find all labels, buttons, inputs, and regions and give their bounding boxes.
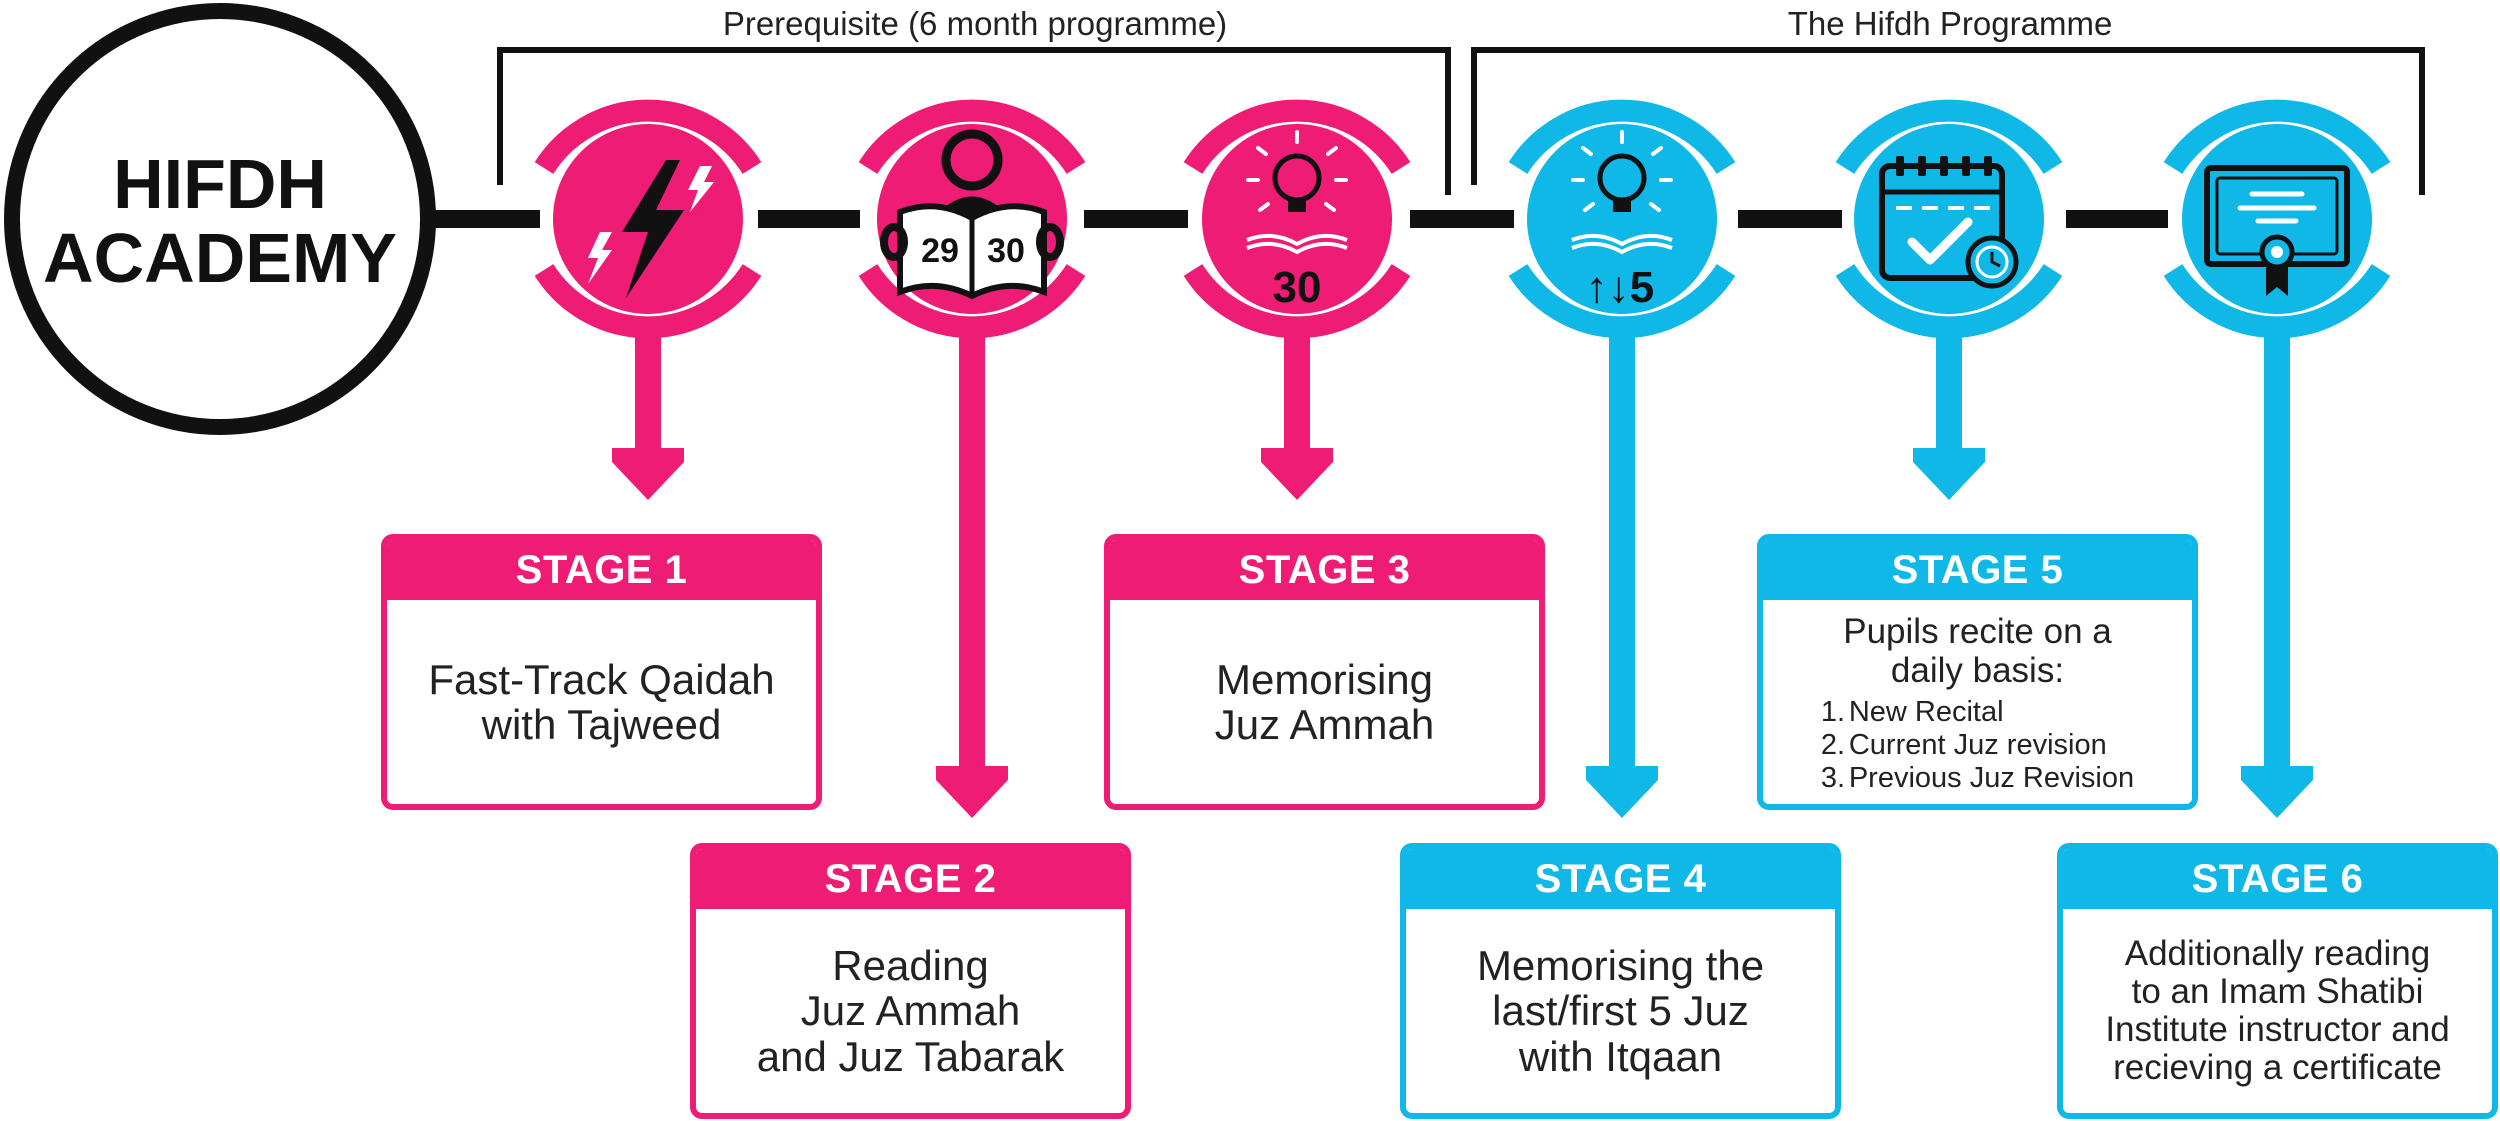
- prerequisite-label: Prerequisite (6 month programme): [723, 5, 1227, 42]
- arrow-stage-6: [2241, 330, 2313, 818]
- calendar-check-clock-icon: [1879, 156, 2019, 289]
- stage-6-line: Additionally reading: [2124, 934, 2431, 974]
- academy-name-line2: ACADEMY: [43, 219, 397, 297]
- stage-5-description: Pupils recite on a daily basis: 1.New Re…: [1763, 600, 2192, 804]
- hifdh-label: The Hifdh Programme: [1788, 5, 2113, 42]
- list-item: 2.Current Juz revision: [1821, 729, 2134, 762]
- stage-2-node: 29 30: [858, 99, 1086, 339]
- stage-4-description: Memorising the last/first 5 Juz with Itq…: [1406, 909, 1835, 1113]
- stage-3-description: Memorising Juz Ammah: [1110, 600, 1539, 804]
- arrow-stage-1: [612, 330, 684, 500]
- list-item-number: 1.: [1820, 696, 1846, 729]
- juz-29-label: 29: [921, 232, 959, 270]
- arrow-stage-4: [1586, 330, 1658, 818]
- list-item-text: Current Juz revision: [1848, 729, 2107, 762]
- stage-4-icon-number: ↑↓5: [1586, 263, 1654, 312]
- list-item-text: Previous Juz Revision: [1848, 761, 2135, 794]
- list-item-number: 3.: [1820, 761, 1846, 794]
- stage-5-box: STAGE 5 Pupils recite on a daily basis: …: [1757, 534, 2198, 810]
- lightbulb-book-icon: ↑↓5: [1571, 130, 1673, 312]
- stage-4-node: ↑↓5: [1508, 99, 1736, 339]
- juz-30-label: 30: [987, 232, 1025, 270]
- stage-5-recitation-list: 1.New Recital 2.Current Juz revision 3.P…: [1821, 696, 2134, 794]
- stage-5-title: STAGE 5: [1763, 540, 2192, 600]
- stage-4-box: STAGE 4 Memorising the last/first 5 Juz …: [1400, 843, 1841, 1119]
- stage-2-line: Reading: [832, 941, 989, 989]
- stage-1-node: [534, 99, 762, 339]
- stage-6-line: Institute instructor and: [2105, 1010, 2450, 1049]
- stage-1-description: Fast-Track Qaidah with Tajweed: [387, 600, 816, 804]
- stage-3-line: Memorising: [1215, 655, 1434, 703]
- stage-6-node: [2163, 99, 2391, 339]
- person-reading-book-icon: 29 30: [880, 129, 1064, 300]
- academy-name-line1: HIFDH: [113, 145, 327, 223]
- stage-3-icon-number: 30: [1273, 263, 1322, 312]
- arrow-stage-2: [936, 330, 1008, 818]
- stage-1-box: STAGE 1 Fast-Track Qaidah with Tajweed: [381, 534, 822, 810]
- stage-4-line: last/first 5 Juz: [1492, 987, 1749, 1035]
- stage-1-line: Fast-Track Qaidah: [428, 655, 775, 703]
- prerequisite-bracket: [497, 47, 1451, 195]
- arrow-stage-5: [1913, 330, 1985, 500]
- stage-5-intro-line: Pupils recite on a: [1843, 612, 2112, 651]
- stage-2-line: Juz Ammah: [800, 987, 1021, 1035]
- stage-3-box: STAGE 3 Memorising Juz Ammah: [1104, 534, 1545, 810]
- list-item-number: 2.: [1820, 729, 1846, 762]
- stage-2-title: STAGE 2: [696, 849, 1125, 909]
- stage-6-line: recieving a certificate: [2113, 1047, 2442, 1087]
- stage-6-title: STAGE 6: [2063, 849, 2492, 909]
- stage-arrows: [612, 330, 2313, 818]
- list-item: 3.Previous Juz Revision: [1821, 762, 2134, 795]
- arrow-stage-3: [1261, 330, 1333, 500]
- academy-logo-circle: [4, 3, 436, 435]
- list-item: 1.New Recital: [1821, 696, 2134, 729]
- stage-5-intro-line: daily basis:: [1890, 651, 2065, 691]
- stage-4-title: STAGE 4: [1406, 849, 1835, 909]
- stage-3-line: Juz Ammah: [1214, 701, 1435, 748]
- stage-6-box: STAGE 6 Additionally reading to an Imam …: [2057, 843, 2498, 1119]
- list-item-text: New Recital: [1848, 696, 2004, 729]
- stage-2-line: and Juz Tabarak: [756, 1032, 1065, 1080]
- stage-5-node: [1835, 99, 2063, 339]
- stage-4-line: Memorising the: [1476, 941, 1765, 989]
- stage-3-title: STAGE 3: [1110, 540, 1539, 600]
- lightning-bolt-icon: [588, 160, 714, 298]
- stage-1-line: with Tajweed: [481, 701, 722, 748]
- certificate-icon: [2204, 165, 2350, 296]
- stage-2-box: STAGE 2 Reading Juz Ammah and Juz Tabara…: [690, 843, 1131, 1119]
- stage-4-line: with Itqaan: [1518, 1032, 1723, 1080]
- stage-3-node: 30: [1183, 99, 1411, 339]
- lightbulb-book-icon: 30: [1246, 130, 1348, 312]
- stage-6-line: to an Imam Shatibi: [2131, 972, 2424, 1012]
- stage-6-description: Additionally reading to an Imam Shatibi …: [2063, 909, 2492, 1113]
- stage-2-description: Reading Juz Ammah and Juz Tabarak: [696, 909, 1125, 1113]
- hifdh-bracket: [1471, 47, 2425, 195]
- stage-1-title: STAGE 1: [387, 540, 816, 600]
